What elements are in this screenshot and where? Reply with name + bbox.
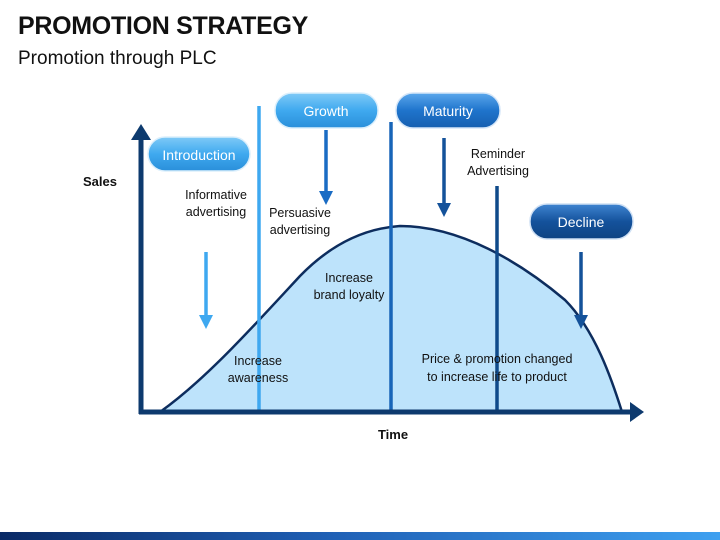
stage-decline: Decline — [529, 203, 634, 240]
svg-text:advertising: advertising — [186, 205, 246, 219]
stage-maturity-label: Maturity — [423, 103, 473, 119]
y-axis-label: Sales — [83, 174, 117, 189]
stage-decline-label: Decline — [558, 214, 605, 230]
svg-text:Informative: Informative — [185, 188, 247, 202]
svg-text:Price & promotion changed: Price & promotion changed — [422, 352, 573, 366]
note-increase-awareness: Increase awareness — [228, 354, 288, 385]
stage-introduction-label: Introduction — [162, 147, 235, 163]
svg-text:Increase: Increase — [325, 271, 373, 285]
svg-text:brand loyalty: brand loyalty — [314, 288, 386, 302]
stage-growth-label: Growth — [303, 103, 348, 119]
y-axis — [131, 124, 151, 414]
page-subtitle: Promotion through PLC — [18, 48, 217, 69]
svg-text:Reminder: Reminder — [471, 147, 525, 161]
svg-text:to increase life to product: to increase life to product — [427, 370, 567, 384]
stage-growth: Growth — [274, 92, 379, 129]
footer-bar — [0, 532, 720, 540]
svg-text:Advertising: Advertising — [467, 164, 529, 178]
note-increase-brand-loyalty: Increase brand loyalty — [314, 271, 386, 302]
x-axis — [139, 402, 644, 422]
page-title: PROMOTION STRATEGY — [18, 12, 308, 40]
note-reminder-advertising: Reminder Advertising — [467, 147, 529, 178]
svg-text:awareness: awareness — [228, 371, 288, 385]
note-price-promotion: Price & promotion changed to increase li… — [422, 352, 573, 384]
note-persuasive-advertising: Persuasive advertising — [269, 206, 331, 237]
note-informative-advertising: Informative advertising — [185, 188, 247, 219]
svg-text:advertising: advertising — [270, 223, 330, 237]
svg-text:Increase: Increase — [234, 354, 282, 368]
stage-maturity: Maturity — [395, 92, 501, 129]
svg-text:Persuasive: Persuasive — [269, 206, 331, 220]
x-axis-label: Time — [378, 427, 408, 442]
stage-introduction: Introduction — [147, 136, 251, 172]
